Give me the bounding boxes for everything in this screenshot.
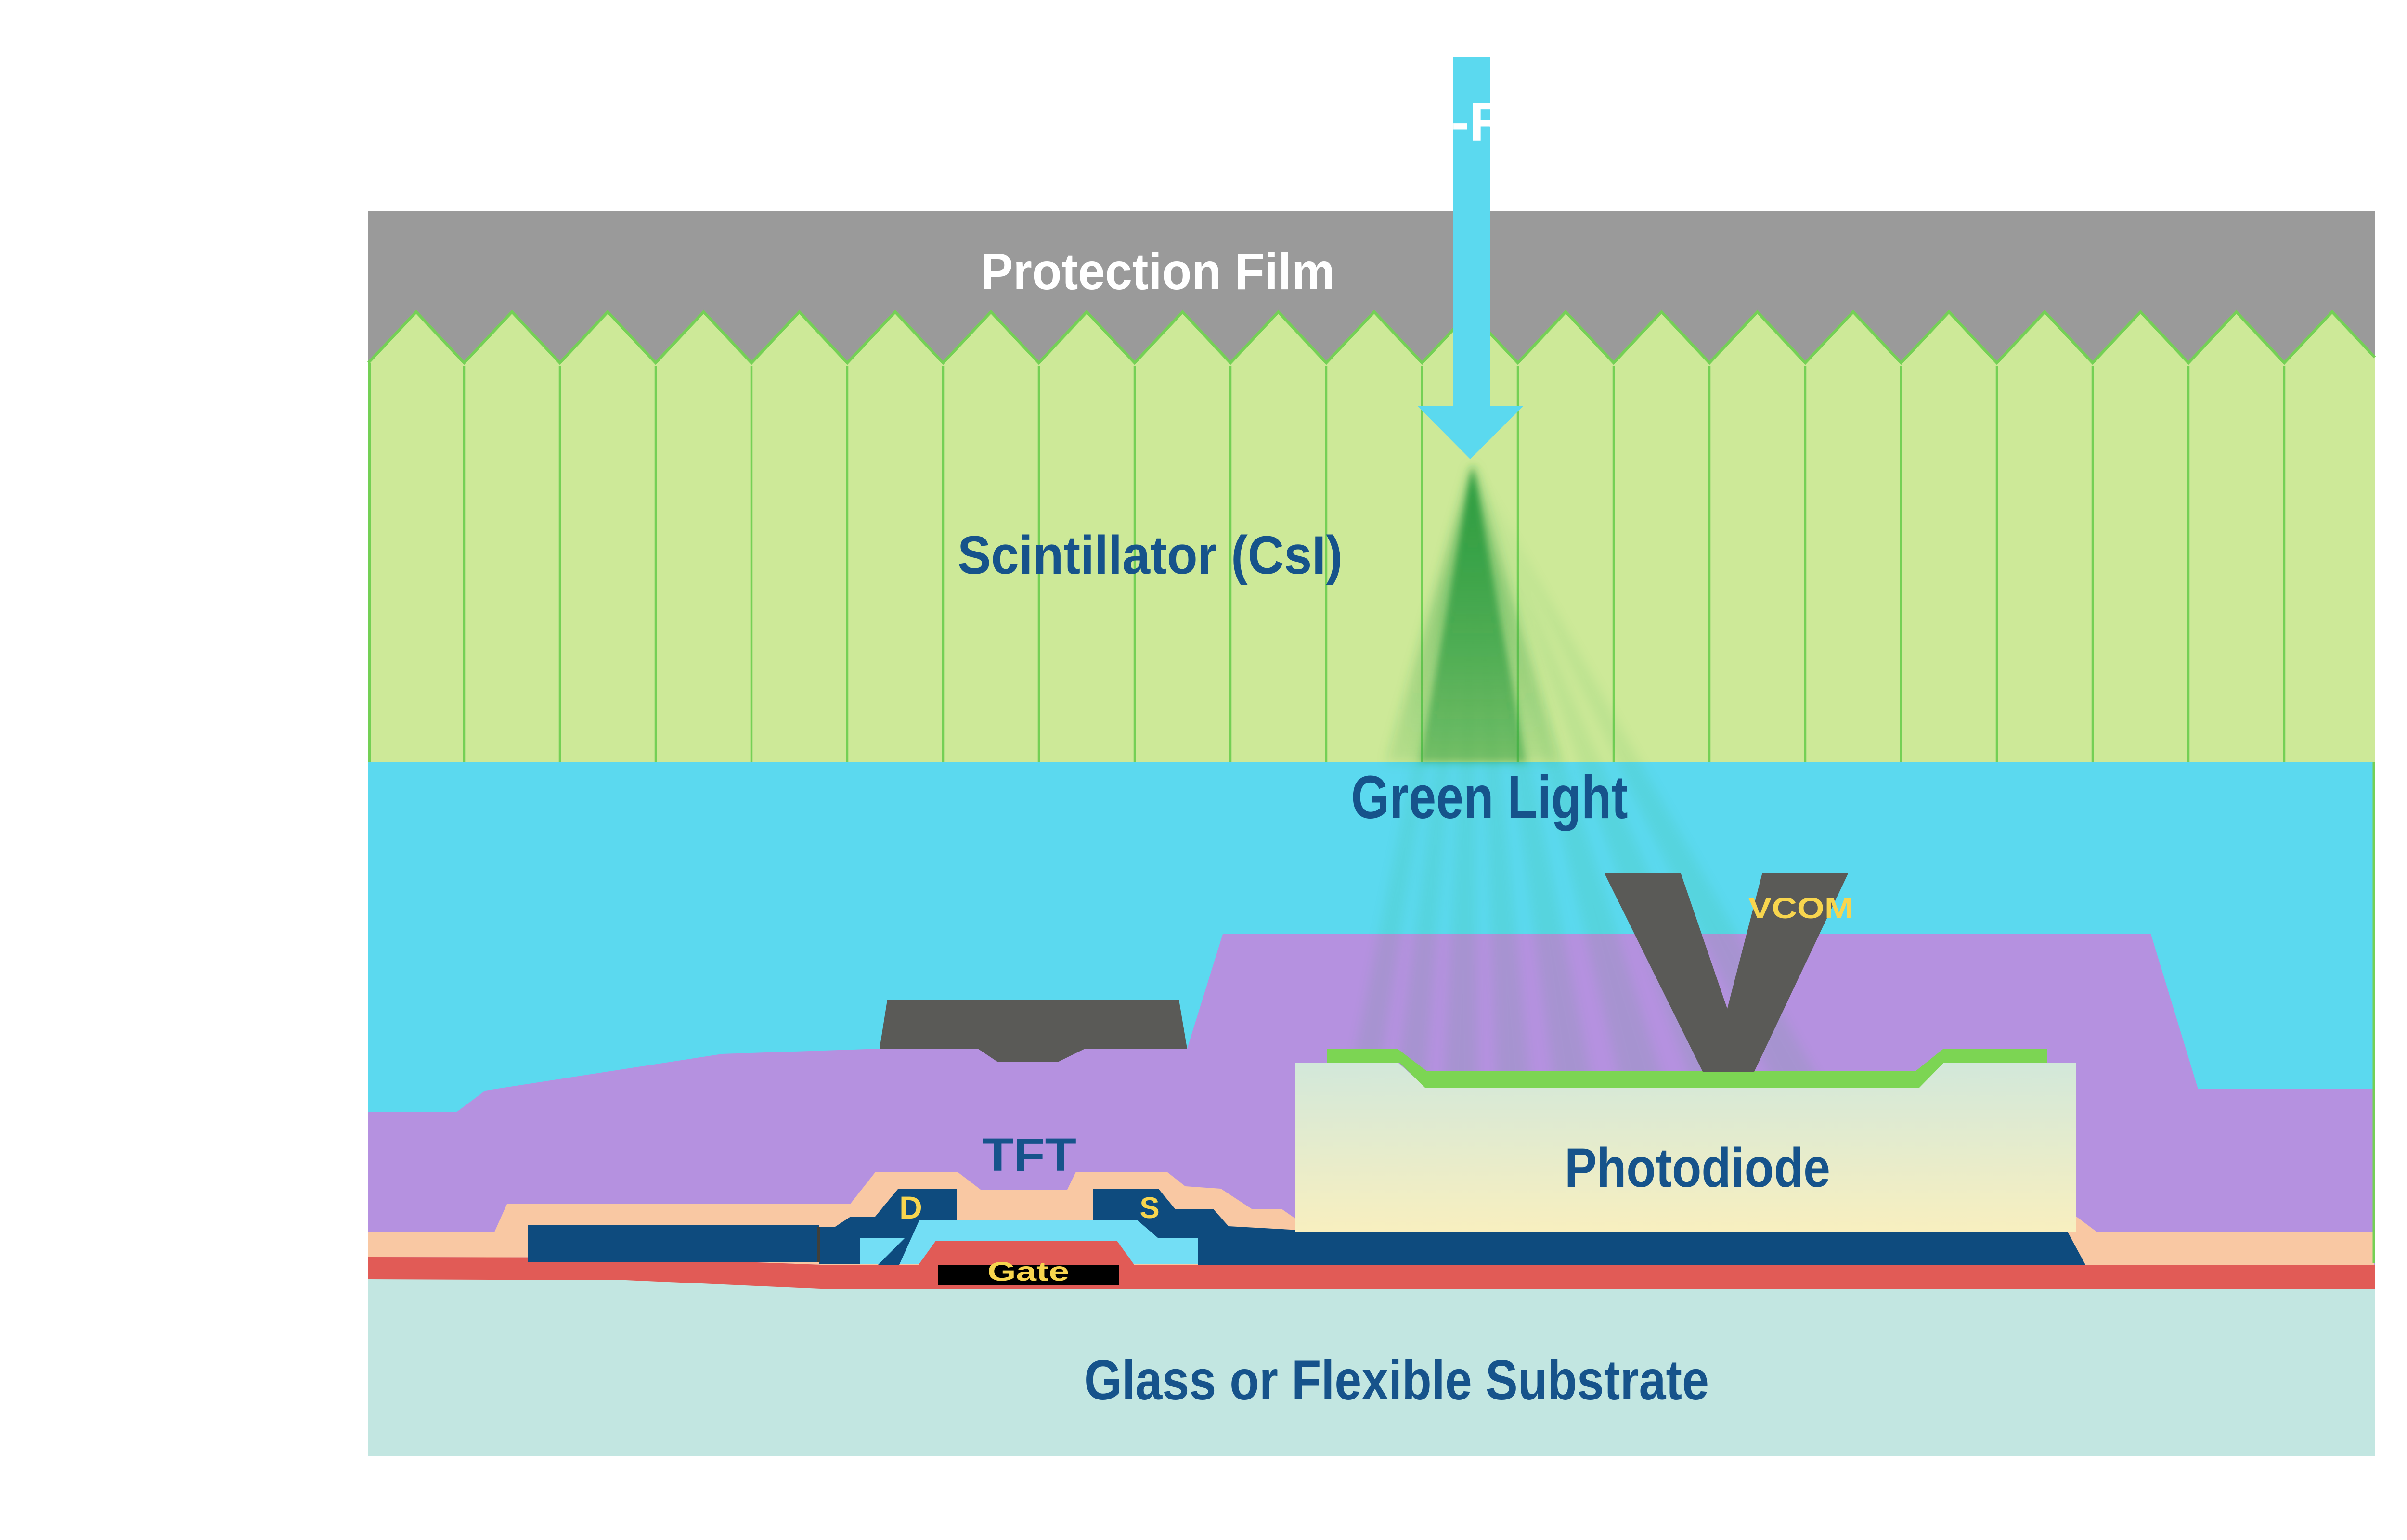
svg-text:Protection Film: Protection Film: [981, 242, 1335, 300]
svg-text:TFT: TFT: [982, 1129, 1076, 1181]
svg-text:Glass or Flexible Substrate: Glass or Flexible Substrate: [1084, 1348, 1709, 1412]
svg-text:Green Light: Green Light: [1351, 763, 1628, 831]
svg-text:Scintillator (CsI): Scintillator (CsI): [958, 525, 1343, 585]
svg-text:X-Ray: X-Ray: [1415, 92, 1568, 152]
svg-text:D: D: [899, 1190, 922, 1225]
svg-text:S: S: [1139, 1192, 1159, 1225]
svg-text:VCOM: VCOM: [1748, 892, 1854, 924]
svg-text:Photodiode: Photodiode: [1565, 1137, 1830, 1199]
svg-text:Gate: Gate: [987, 1256, 1069, 1286]
